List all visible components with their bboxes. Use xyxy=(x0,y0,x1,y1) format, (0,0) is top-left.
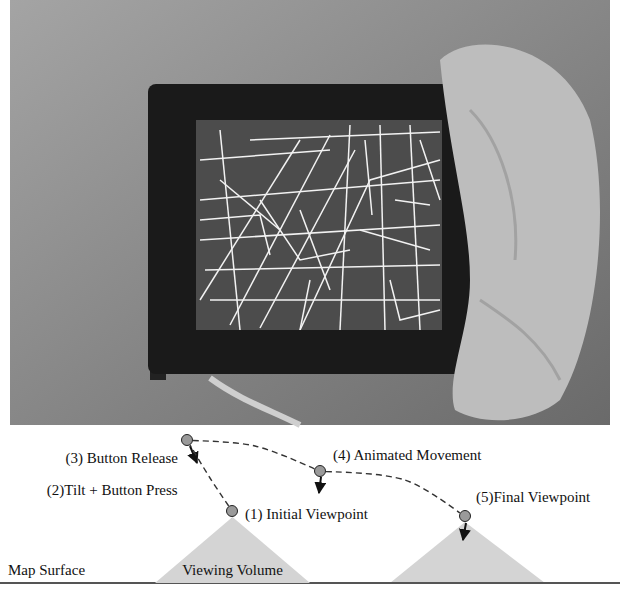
viewpoint-label: (1) Initial Viewpoint xyxy=(245,506,368,523)
movement-path xyxy=(190,445,229,506)
viewpoint-label: (4) Animated Movement xyxy=(333,447,481,464)
viewpoint-dot: (1) Initial Viewpoint xyxy=(226,505,238,517)
hand-shading xyxy=(480,300,560,380)
map-lines xyxy=(200,125,440,330)
viewing-volume: Viewing Volume xyxy=(155,517,310,583)
view-direction-arrow xyxy=(463,523,466,540)
viewpoint-label: (5)Final Viewpoint xyxy=(476,489,590,506)
viewing-volume xyxy=(390,522,545,583)
viewpoint-dot: (5)Final Viewpoint xyxy=(459,510,471,522)
viewing-volume-triangle xyxy=(155,517,310,583)
viewpoint-dot: (4) Animated Movement xyxy=(314,465,326,477)
movement-path xyxy=(193,441,314,469)
view-direction-arrow xyxy=(319,477,321,493)
volume-label: Viewing Volume xyxy=(182,562,283,579)
step-label: (2)Tilt + Button Press xyxy=(46,482,179,499)
cable xyxy=(210,378,300,425)
display-frame xyxy=(148,84,478,374)
hand-shading xyxy=(470,110,516,260)
map-surface-line xyxy=(0,582,620,584)
surface-label: Map Surface xyxy=(8,562,85,579)
display-screen xyxy=(196,120,442,330)
viewpoint-dot: (3) Button Release xyxy=(181,434,193,446)
hand xyxy=(440,44,600,420)
photo-background xyxy=(10,0,610,425)
viewpoint-label: (3) Button Release xyxy=(66,450,178,467)
